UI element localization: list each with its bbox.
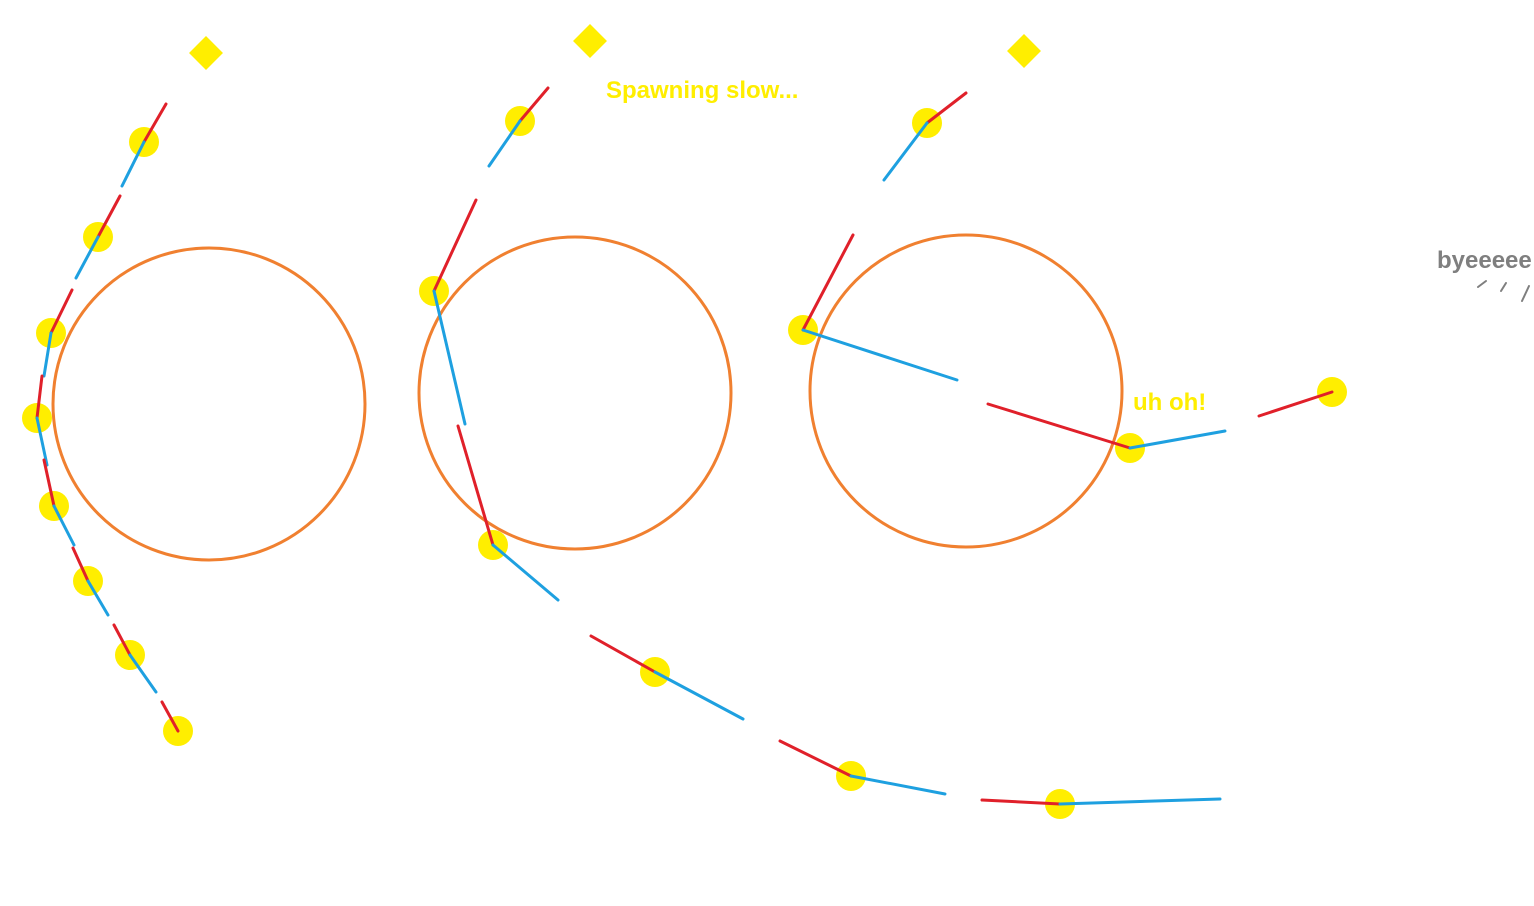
bye-group: byeeeee — [1437, 247, 1532, 302]
blue-segment — [42, 331, 53, 378]
red-segment — [925, 91, 968, 125]
blue-segment — [120, 140, 146, 188]
projectile-dots — [419, 106, 1075, 819]
blue-segment — [1058, 797, 1222, 806]
red-segment — [801, 233, 855, 332]
motion-line — [1500, 282, 1507, 292]
spawner-icon — [1007, 34, 1041, 68]
path-segments — [35, 102, 180, 733]
panel-normal-spawn — [22, 36, 367, 746]
blue-segment — [35, 416, 49, 467]
blue-segment — [801, 328, 959, 382]
panel-slow-spawn: Spawning slow... — [417, 24, 1222, 819]
red-segment — [1257, 390, 1334, 418]
red-segment — [49, 288, 74, 335]
red-segment — [142, 102, 168, 144]
blue-segment — [128, 653, 158, 694]
red-segment — [35, 374, 44, 420]
blue-segment — [882, 121, 929, 182]
blue-segment — [487, 119, 522, 168]
blue-segment — [653, 670, 745, 721]
red-segment — [589, 634, 657, 674]
red-segment — [778, 739, 853, 778]
path-segments — [432, 86, 1222, 806]
red-segment — [112, 623, 132, 657]
red-segment — [986, 402, 1132, 450]
motion-line — [1477, 280, 1487, 288]
blue-segment — [1128, 429, 1227, 450]
spawner-icon — [573, 24, 607, 58]
blue-segment — [432, 289, 467, 426]
blue-segment — [849, 774, 947, 796]
spawner-icon — [189, 36, 223, 70]
orbit-circle — [417, 235, 733, 551]
red-segment — [432, 198, 478, 293]
blue-segment — [52, 504, 76, 547]
red-segment — [980, 798, 1062, 806]
blue-segment — [86, 579, 110, 617]
path-segments — [801, 91, 1334, 450]
red-segment — [71, 546, 90, 583]
red-segment — [42, 458, 56, 508]
panel-escape: uh oh! — [788, 34, 1347, 549]
orbit-circle — [808, 233, 1124, 549]
motion-lines — [1477, 280, 1530, 302]
projectile-dots — [788, 108, 1347, 463]
spawning-slow-label: Spawning slow... — [606, 77, 798, 104]
uh-oh-label: uh oh! — [1133, 389, 1206, 416]
bye-label: byeeeee — [1437, 247, 1532, 274]
motion-line — [1521, 285, 1530, 302]
blue-segment — [74, 235, 100, 280]
red-segment — [518, 86, 550, 123]
orbit-circle — [51, 246, 367, 562]
blue-segment — [491, 543, 560, 602]
red-segment — [456, 424, 495, 547]
red-segment — [160, 700, 180, 733]
red-segment — [96, 194, 122, 239]
